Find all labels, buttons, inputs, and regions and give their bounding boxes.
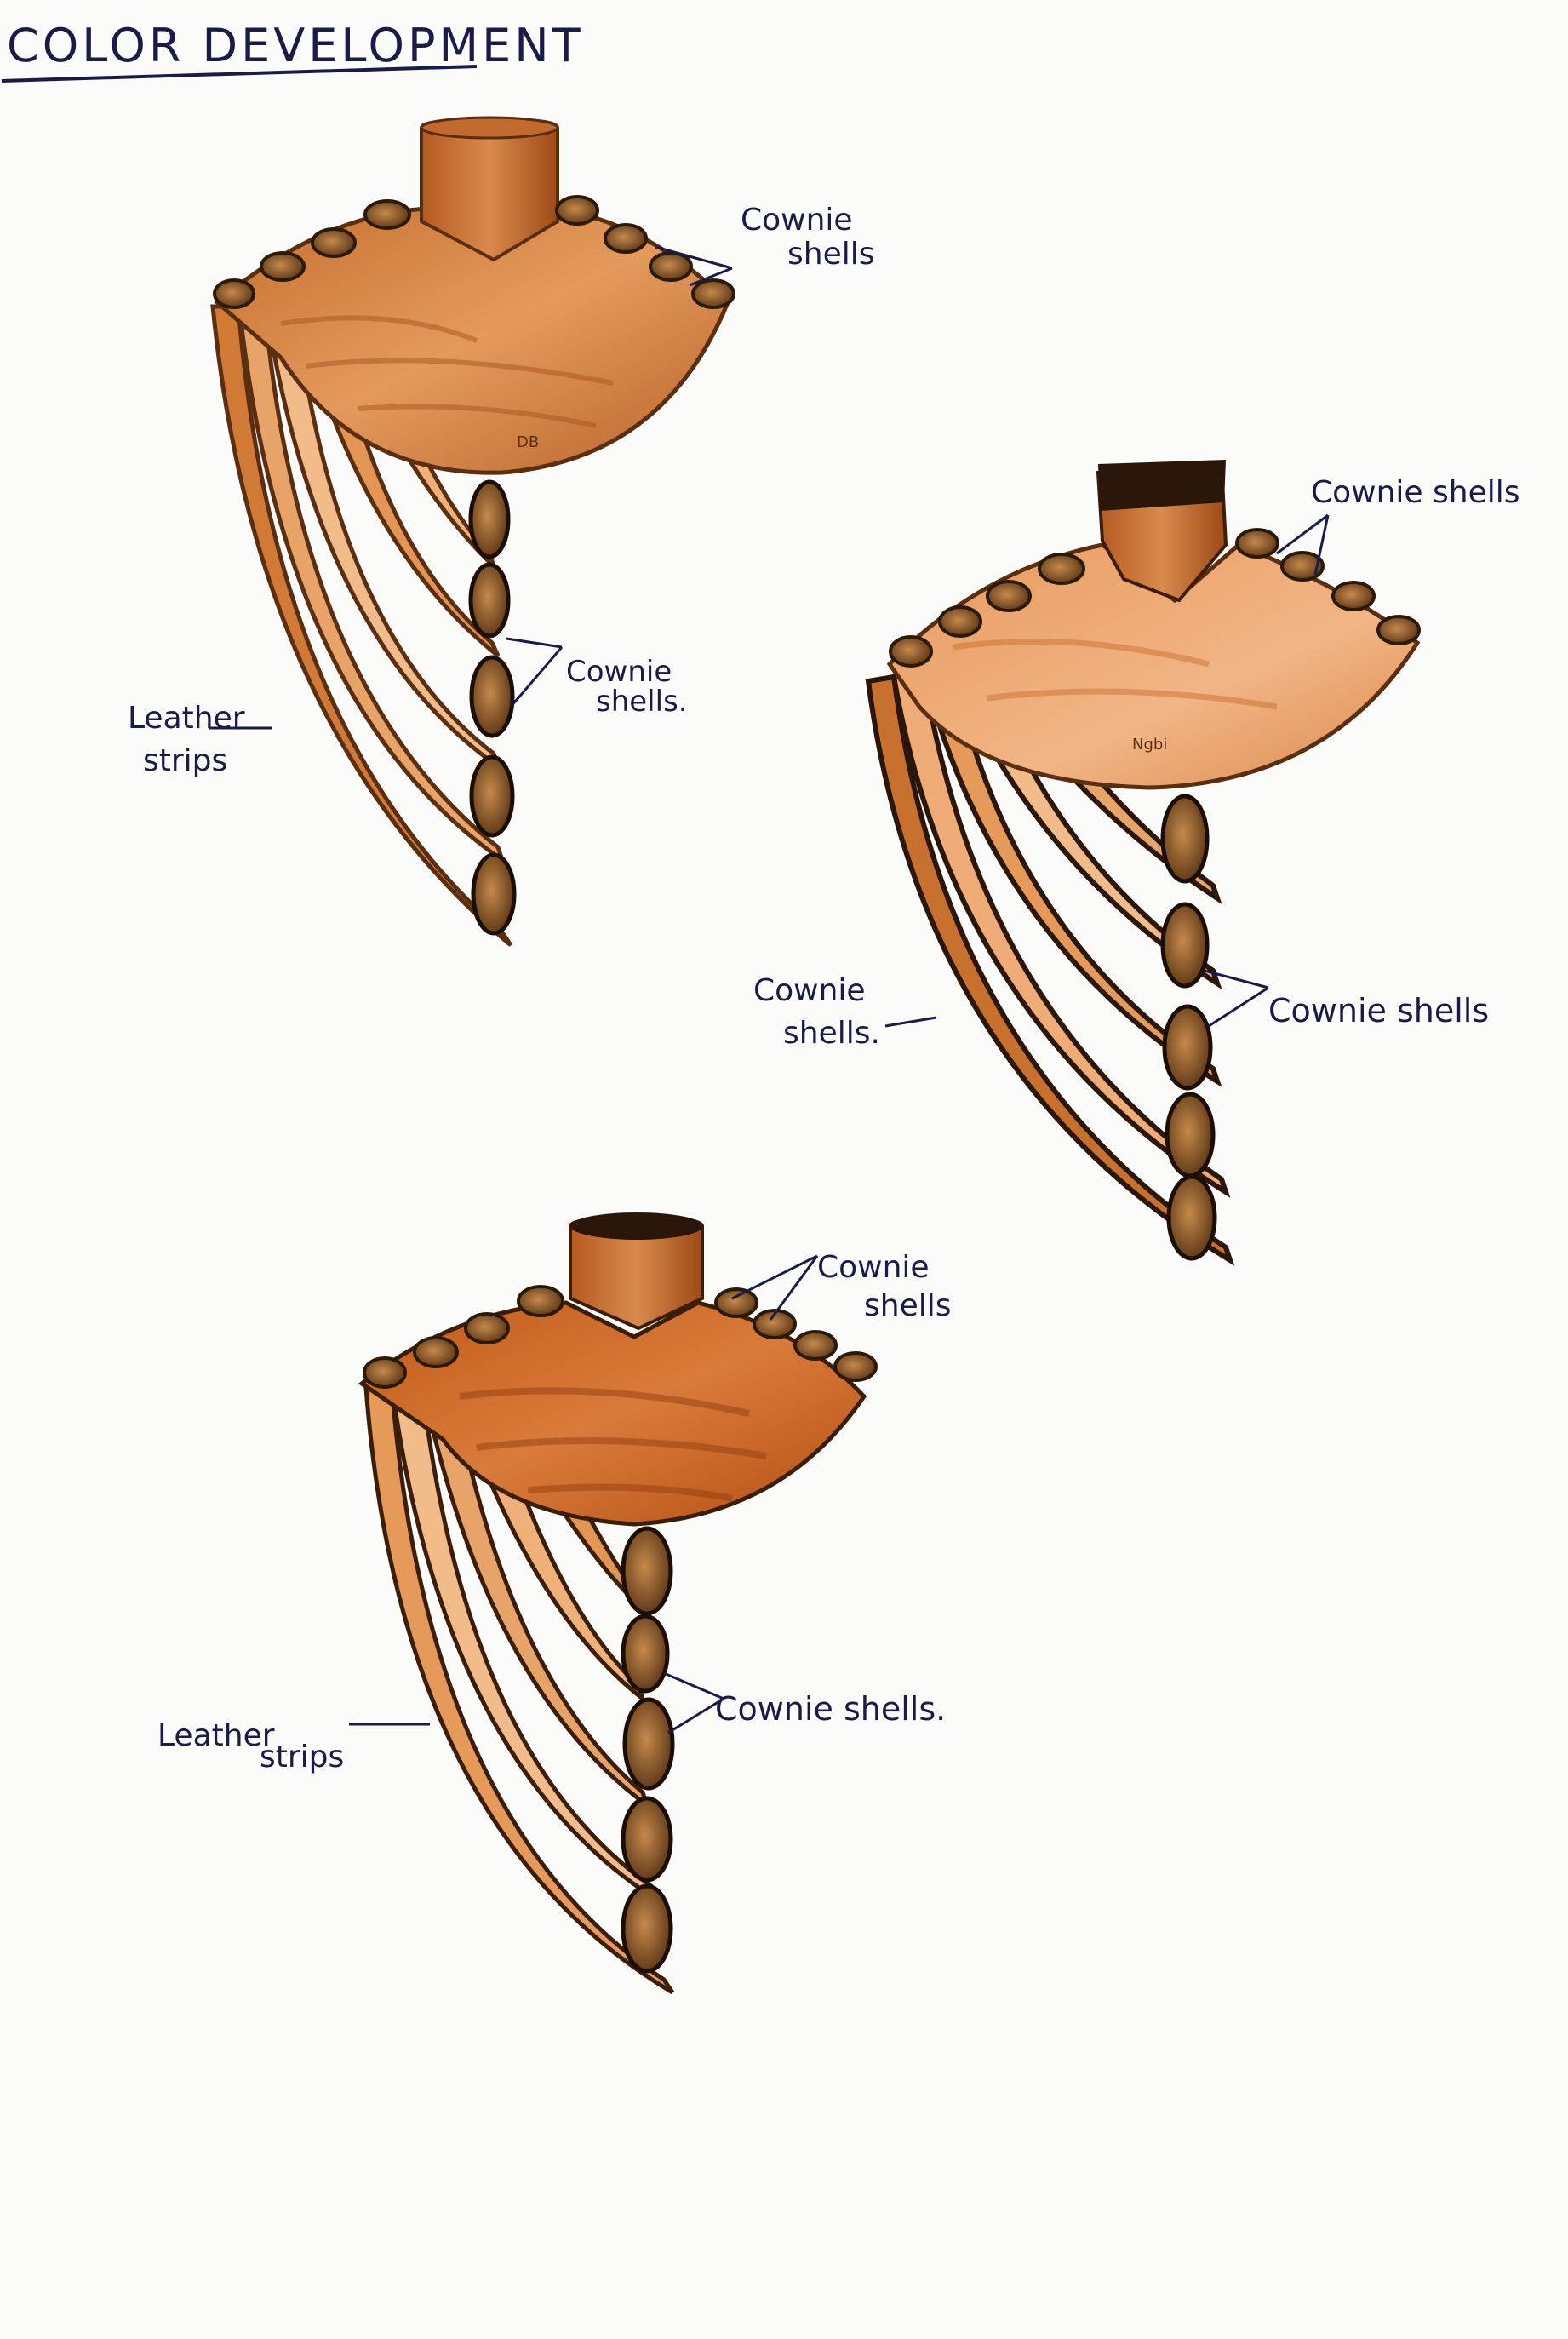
label-middle-line1: Cownie shells bbox=[1268, 992, 1489, 1029]
sketch-3: Cownie shells Cownie shells. Leather str… bbox=[157, 1212, 951, 1995]
label-middle: Cownie shells. bbox=[663, 1671, 946, 1734]
watercolor-strokes bbox=[459, 1387, 767, 1502]
page-header: COLOR DEVELOPMENT bbox=[1, 19, 584, 83]
shoulder-shells bbox=[363, 1285, 878, 1389]
label-top-line1: Cownie bbox=[741, 203, 853, 238]
label-top-line1: Cownie shells bbox=[1311, 475, 1520, 510]
hanging-shells bbox=[468, 479, 517, 936]
label-middle: Cownie shells. bbox=[506, 637, 688, 719]
label-middle: Cownie shells bbox=[1204, 969, 1489, 1029]
label-top-line2: shells bbox=[787, 237, 874, 272]
signature: DB bbox=[517, 433, 539, 451]
label-side-line2: strips bbox=[143, 743, 227, 778]
page-title: COLOR DEVELOPMENT bbox=[7, 19, 584, 72]
hanging-shells bbox=[1160, 794, 1217, 1261]
label-middle-line1: Cownie bbox=[566, 655, 672, 689]
hanging-shells bbox=[621, 1526, 675, 1974]
label-side-line1: Leather bbox=[128, 701, 245, 736]
label-top: Cownie shells bbox=[1276, 475, 1520, 576]
label-side-line1: Cownie bbox=[753, 973, 866, 1008]
sketch-2: Ngbi Cownie shells Cownie shells bbox=[753, 460, 1520, 1266]
neck bbox=[569, 1212, 704, 1331]
neck bbox=[420, 116, 559, 262]
sketch-1: DB Cownie shells Cownie bbox=[128, 116, 874, 947]
label-middle-line1: Cownie shells. bbox=[715, 1690, 946, 1728]
label-side-line2: strips bbox=[260, 1740, 344, 1774]
neck-hair bbox=[1098, 460, 1226, 511]
label-side: Cownie shells. bbox=[753, 973, 937, 1051]
shoulder-shells bbox=[213, 195, 735, 309]
label-side-line1: Leather bbox=[157, 1718, 275, 1753]
shoulder-shells bbox=[889, 528, 1421, 668]
label-side: Leather strips bbox=[157, 1718, 430, 1774]
cape bbox=[358, 1300, 867, 1527]
label-side: Leather strips bbox=[128, 701, 272, 778]
label-middle-line2: shells. bbox=[596, 685, 688, 719]
signature: Ngbi bbox=[1132, 736, 1167, 754]
watercolor-strokes bbox=[953, 638, 1278, 710]
title-underline bbox=[1, 65, 478, 83]
watercolor-strokes bbox=[280, 315, 614, 428]
label-top: Cownie shells bbox=[655, 203, 874, 287]
neck bbox=[1096, 460, 1228, 603]
label-top-line1: Cownie bbox=[817, 1250, 930, 1285]
label-top-line2: shells bbox=[864, 1288, 951, 1323]
label-side-line2: shells. bbox=[783, 1016, 880, 1051]
label-top: Cownie shells bbox=[731, 1250, 951, 1323]
